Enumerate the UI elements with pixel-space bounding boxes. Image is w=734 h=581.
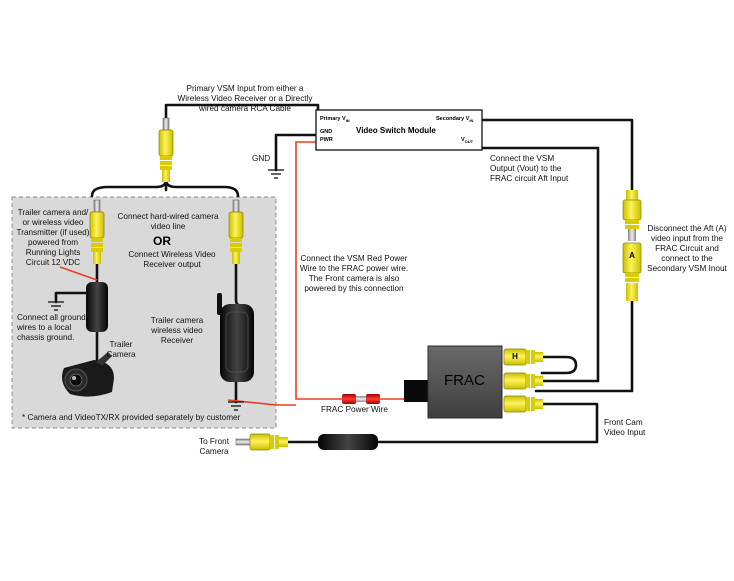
front-cam-input-label: Front Cam Video Input: [604, 418, 646, 437]
or-label: OR: [153, 234, 171, 248]
front-cam-input-wire: [375, 402, 599, 444]
frac-box: [404, 345, 503, 419]
h-loop-wire: [539, 355, 578, 375]
module-pwr-tag: PWR: [320, 137, 333, 143]
wireless-rx-output-label: Connect Wireless Video Receiver output: [128, 250, 216, 269]
receiver-rca: [228, 199, 244, 264]
frac-h-tag: H: [512, 352, 518, 361]
footnote-label: * Camera and VideoTX/RX provided separat…: [22, 413, 241, 422]
aft-a-tag: A: [629, 251, 635, 260]
frac-a-plug: [503, 372, 543, 390]
frac-front-plug: [503, 395, 543, 413]
ground-symbol-camera: [48, 301, 64, 311]
ground-symbol-vsm: [268, 169, 284, 179]
module-secondary-tag: Secondary VIN: [436, 116, 474, 124]
camera-ground-wire: [54, 291, 92, 304]
frac-power-connector: [342, 394, 380, 404]
secondary-input-wire: [480, 118, 634, 196]
module-gnd-tag: GND: [320, 129, 333, 135]
wireless-receiver-icon: [217, 293, 254, 382]
vsm-output-label: Connect the VSM Output (Vout) to the FRA…: [490, 154, 569, 183]
primary-input-rca: [158, 117, 174, 182]
module-primary-tag: Primary VIN: [320, 116, 350, 124]
trailer-camera-icon: [62, 352, 114, 397]
video-switch-module-box: [315, 109, 483, 151]
module-vout-tag: VOUT: [461, 137, 474, 145]
frac-power-wire-label: FRAC Power Wire: [321, 405, 388, 414]
front-cam-cable-body: [318, 434, 378, 450]
trailer-camera-tx-label: Trailer camera and/ or wireless video Tr…: [16, 208, 90, 267]
frac-label: FRAC: [444, 372, 485, 389]
trailer-power-lead: [59, 266, 98, 281]
aft-input-return-wire: [534, 298, 634, 393]
video-wires: [54, 103, 634, 444]
trailer-camera-cable-body: [86, 282, 108, 332]
hardwired-label: Connect hard-wired camera video line: [117, 212, 219, 231]
module-title: Video Switch Module: [356, 126, 436, 135]
vsm-power-label: Connect the VSM Red Power Wire to the FR…: [299, 254, 409, 293]
frac-h-plug: [503, 348, 543, 366]
ground-wires-label: Connect all ground wires to a local chas…: [17, 313, 86, 342]
wireless-receiver-label: Trailer camera wireless video Receiver: [150, 316, 204, 345]
ground-symbol-receiver: [228, 401, 244, 411]
vout-wire: [480, 146, 600, 383]
vsm-power-wire: [295, 141, 342, 400]
vsm-ground-wire: [274, 133, 318, 172]
gnd-label: GND: [252, 154, 271, 163]
aft-rca-connector: [622, 190, 642, 301]
to-front-camera-label: To Front Camera: [198, 437, 230, 456]
front-camera-rca: [235, 433, 288, 451]
trailer-camera-label: Trailer Camera: [106, 340, 136, 359]
trailer-camera-rca: [89, 199, 105, 264]
disconnect-aft-label: Disconnect the Aft (A) video input from …: [647, 224, 727, 273]
primary-input-label: Primary VSM Input from either a Wireless…: [177, 84, 313, 113]
